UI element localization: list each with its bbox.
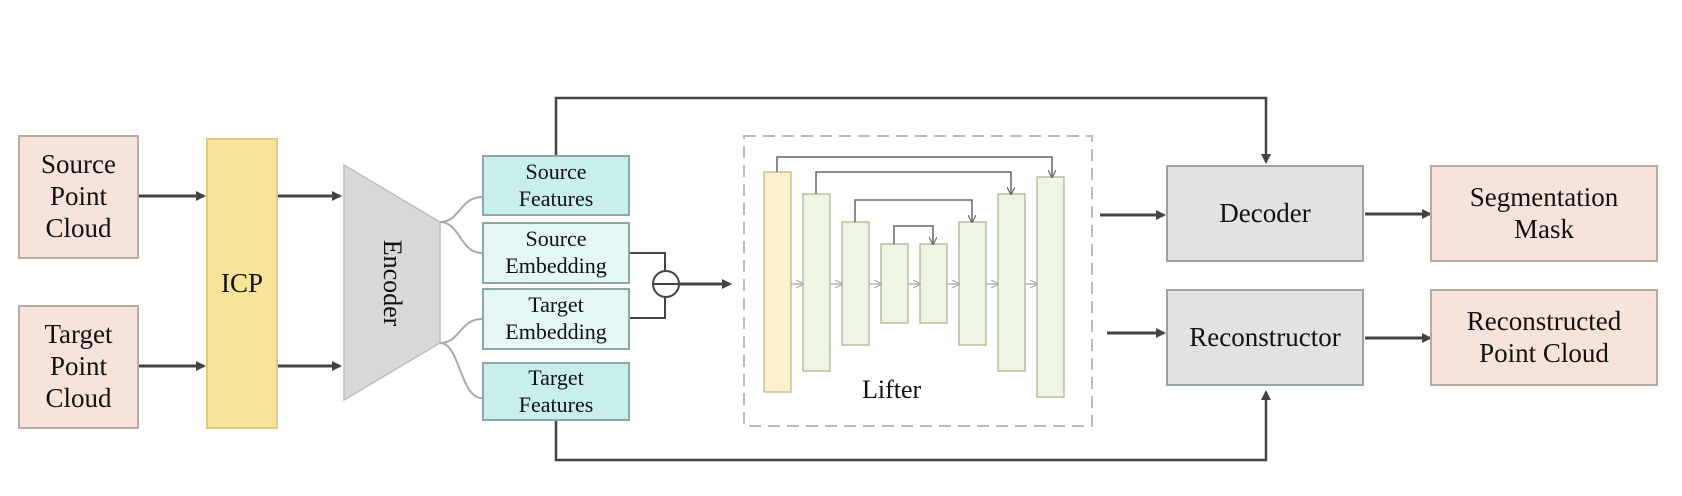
lifter-block [841,221,870,346]
source-point-cloud-label: Source Point Cloud [41,149,116,243]
lifter-skip-connections [776,156,1052,244]
lifter-block [802,193,831,372]
lifter-block [997,193,1026,372]
icp-box: ICP [206,138,278,429]
skip-target-features-to-reconstructor [554,390,1271,462]
segmentation-mask-box: Segmentation Mask [1430,165,1658,262]
reconstructor-box: Reconstructor [1166,289,1364,386]
reconstructed-point-cloud-box: Reconstructed Point Cloud [1430,289,1658,386]
encoder-branch-source [439,196,483,254]
target-embedding-label: Target Embedding [505,292,607,344]
decoder-label: Decoder [1219,197,1311,228]
reconstructor-label: Reconstructor [1189,321,1341,352]
segmentation-mask-label: Segmentation Mask [1469,181,1619,244]
reconstructed-point-cloud-label: Reconstructed Point Cloud [1466,305,1622,368]
lifter-frame [743,135,1093,427]
target-features-box: Target Features [482,362,630,421]
lifter-block [880,243,909,324]
lifter-block [1036,176,1065,398]
target-point-cloud-label: Target Point Cloud [44,319,113,413]
lifter-label: Lifter [862,375,922,404]
decoder-box: Decoder [1166,165,1364,262]
source-features-box: Source Features [482,155,630,216]
skip-source-features-to-decoder [554,96,1271,164]
source-point-cloud-box: Source Point Cloud [18,135,139,259]
lifter-block [958,221,987,346]
target-embedding-box: Target Embedding [482,288,630,350]
source-features-label: Source Features [518,158,594,211]
source-embedding-box: Source Embedding [482,222,630,284]
lifter-block [763,171,792,393]
target-point-cloud-box: Target Point Cloud [18,305,139,429]
icp-label: ICP [220,267,264,298]
encoder-label: Encoder [378,239,407,327]
encoder-branch-target [439,318,483,399]
lifter-block [919,243,948,324]
target-features-label: Target Features [518,364,594,417]
source-embedding-label: Source Embedding [505,226,607,278]
